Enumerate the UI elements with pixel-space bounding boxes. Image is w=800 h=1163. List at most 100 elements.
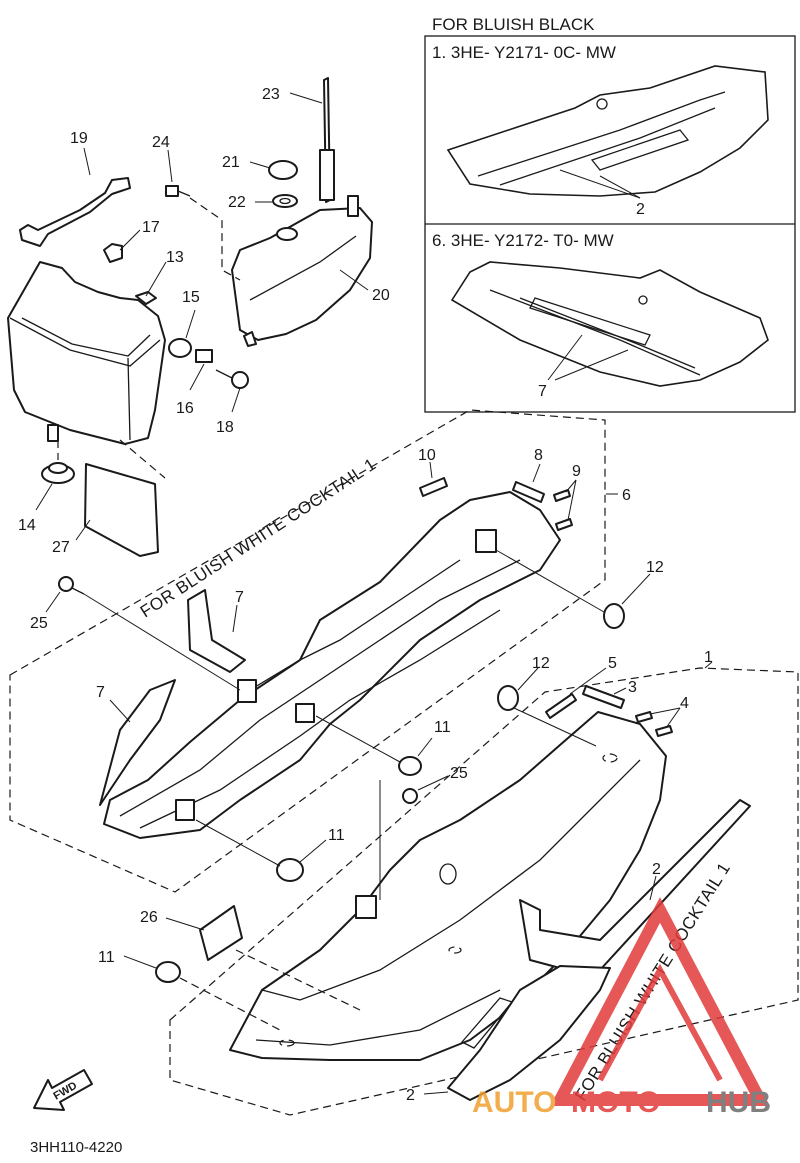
- inset-bottom-leader-1: [547, 334, 583, 381]
- side-cover-left: [103, 491, 561, 839]
- grommet-15: [168, 338, 192, 358]
- callout-19: 19: [70, 130, 88, 147]
- stripe-7-lower: [99, 679, 176, 806]
- bolt-25-right: [402, 788, 418, 804]
- bolt-25-left-guide: [83, 593, 241, 691]
- leader-10: [429, 461, 433, 479]
- leader-17: [119, 229, 141, 251]
- oil-tank-20-seam: [249, 235, 357, 301]
- ring-22: [272, 194, 298, 208]
- clip-13: [135, 291, 157, 305]
- leader-7-upper: [232, 604, 238, 633]
- boss-left-2: [295, 703, 315, 723]
- callout-6: 6: [622, 487, 631, 504]
- watermark: AUTO MOTO HUB: [472, 897, 771, 1119]
- side-cover-left-edge-1: [119, 559, 521, 817]
- callout-16: 16: [176, 400, 194, 417]
- boss-right-1: [355, 895, 377, 919]
- callout-5: 5: [608, 655, 617, 672]
- oil-tank-group: 23 21 22 20 24 15 16: [152, 77, 390, 436]
- leader-12-upper: [621, 573, 651, 605]
- bolt-24-guide: [189, 197, 241, 281]
- bolt-25-left-shank: [71, 587, 85, 595]
- leader-26: [165, 917, 205, 931]
- leader-24: [167, 149, 173, 183]
- callout-26: 26: [140, 909, 158, 926]
- leader-12-lower: [517, 667, 539, 691]
- pad-26-guide: [235, 949, 361, 1011]
- battery-case-stub: [47, 424, 59, 442]
- fwd-arrow: FWD: [33, 1069, 93, 1111]
- callout-17: 17: [142, 219, 160, 236]
- oil-tank-20-tab: [347, 195, 359, 217]
- boss-left-4: [175, 799, 195, 821]
- battery-band: [19, 177, 131, 247]
- leader-23: [289, 92, 323, 104]
- callout-2-inset: 2: [636, 201, 645, 218]
- right-cover-outline: [169, 667, 799, 1116]
- side-cover-right: [229, 711, 667, 1061]
- left-variant-label: FOR BLUISH WHITE COCKTAIL 1: [137, 455, 380, 622]
- callout-2-lower: 2: [406, 1087, 415, 1104]
- emblem-10: [419, 477, 448, 497]
- callout-23: 23: [262, 86, 280, 103]
- callout-1: 1: [704, 649, 713, 666]
- inset-top-hole: [596, 98, 608, 110]
- callout-11-middle: 11: [434, 719, 451, 736]
- side-cover-left-edge-3: [249, 559, 461, 691]
- bolt-25-left: [58, 576, 74, 592]
- inset-bottom-emblem: [529, 297, 651, 346]
- inset-top-emblem: [590, 129, 690, 171]
- callout-14: 14: [18, 517, 36, 534]
- leader-20: [339, 269, 369, 291]
- leader-27: [75, 519, 91, 541]
- callout-25-left: 25: [30, 615, 48, 632]
- callout-12-upper: 12: [646, 559, 664, 576]
- callout-4: 4: [680, 695, 689, 712]
- side-cover-right-slot-2: [448, 946, 462, 954]
- leader-18: [231, 387, 241, 413]
- watermark-triangle-inner: [597, 963, 723, 1082]
- inset-bottom-hole: [638, 295, 648, 305]
- grommet-11-lower-guide: [195, 819, 281, 867]
- plate-27-guide: [119, 439, 166, 479]
- leader-11-left: [123, 955, 157, 969]
- clip-9-a: [553, 489, 571, 502]
- callout-11-left: 11: [98, 949, 115, 966]
- leader-25-right: [417, 775, 449, 791]
- inset-box: FOR BLUISH BLACK 1. 3HE- Y2171- 0C- MW 6…: [424, 15, 796, 413]
- oil-tank-20-nipple: [243, 331, 257, 347]
- callout-7-upper: 7: [235, 589, 244, 606]
- callout-24: 24: [152, 134, 170, 151]
- callout-7-inset: 7: [538, 383, 547, 400]
- inset-top-stripe-1: [477, 91, 726, 177]
- plate-27: [84, 463, 159, 557]
- callout-11-lower: 11: [328, 827, 345, 844]
- grommet-12-upper-guide: [495, 549, 605, 613]
- callout-3: 3: [628, 679, 637, 696]
- leader-16: [189, 363, 205, 391]
- sheet-code: 3HH110-4220: [30, 1139, 122, 1156]
- callout-2-upper: 2: [652, 861, 661, 878]
- side-cover-left-edge-2: [139, 609, 501, 829]
- grommet-12-lower-guide: [513, 707, 597, 747]
- leader-9-b: [567, 479, 577, 521]
- grommet-12-lower: [497, 685, 519, 711]
- pad-26: [199, 905, 243, 961]
- leader-14: [35, 483, 53, 511]
- bolt-24-shank: [177, 190, 191, 197]
- stripe-2-upper: [519, 799, 751, 971]
- callout-9: 9: [572, 463, 581, 480]
- callout-12-lower: 12: [532, 655, 550, 672]
- clip-4-a: [635, 711, 653, 723]
- leader-13: [145, 261, 167, 297]
- battery-box-group: 19 17 13 14 27: [7, 130, 184, 557]
- bolt-24: [165, 185, 179, 197]
- leader-1: [704, 661, 713, 669]
- leader-8: [532, 463, 541, 483]
- dipstick-23-body: [319, 149, 335, 201]
- battery-case: [7, 261, 166, 445]
- stripe-2-lower: [447, 965, 611, 1101]
- inset-bottom-stripe-1: [489, 289, 701, 376]
- leader-5: [569, 667, 607, 695]
